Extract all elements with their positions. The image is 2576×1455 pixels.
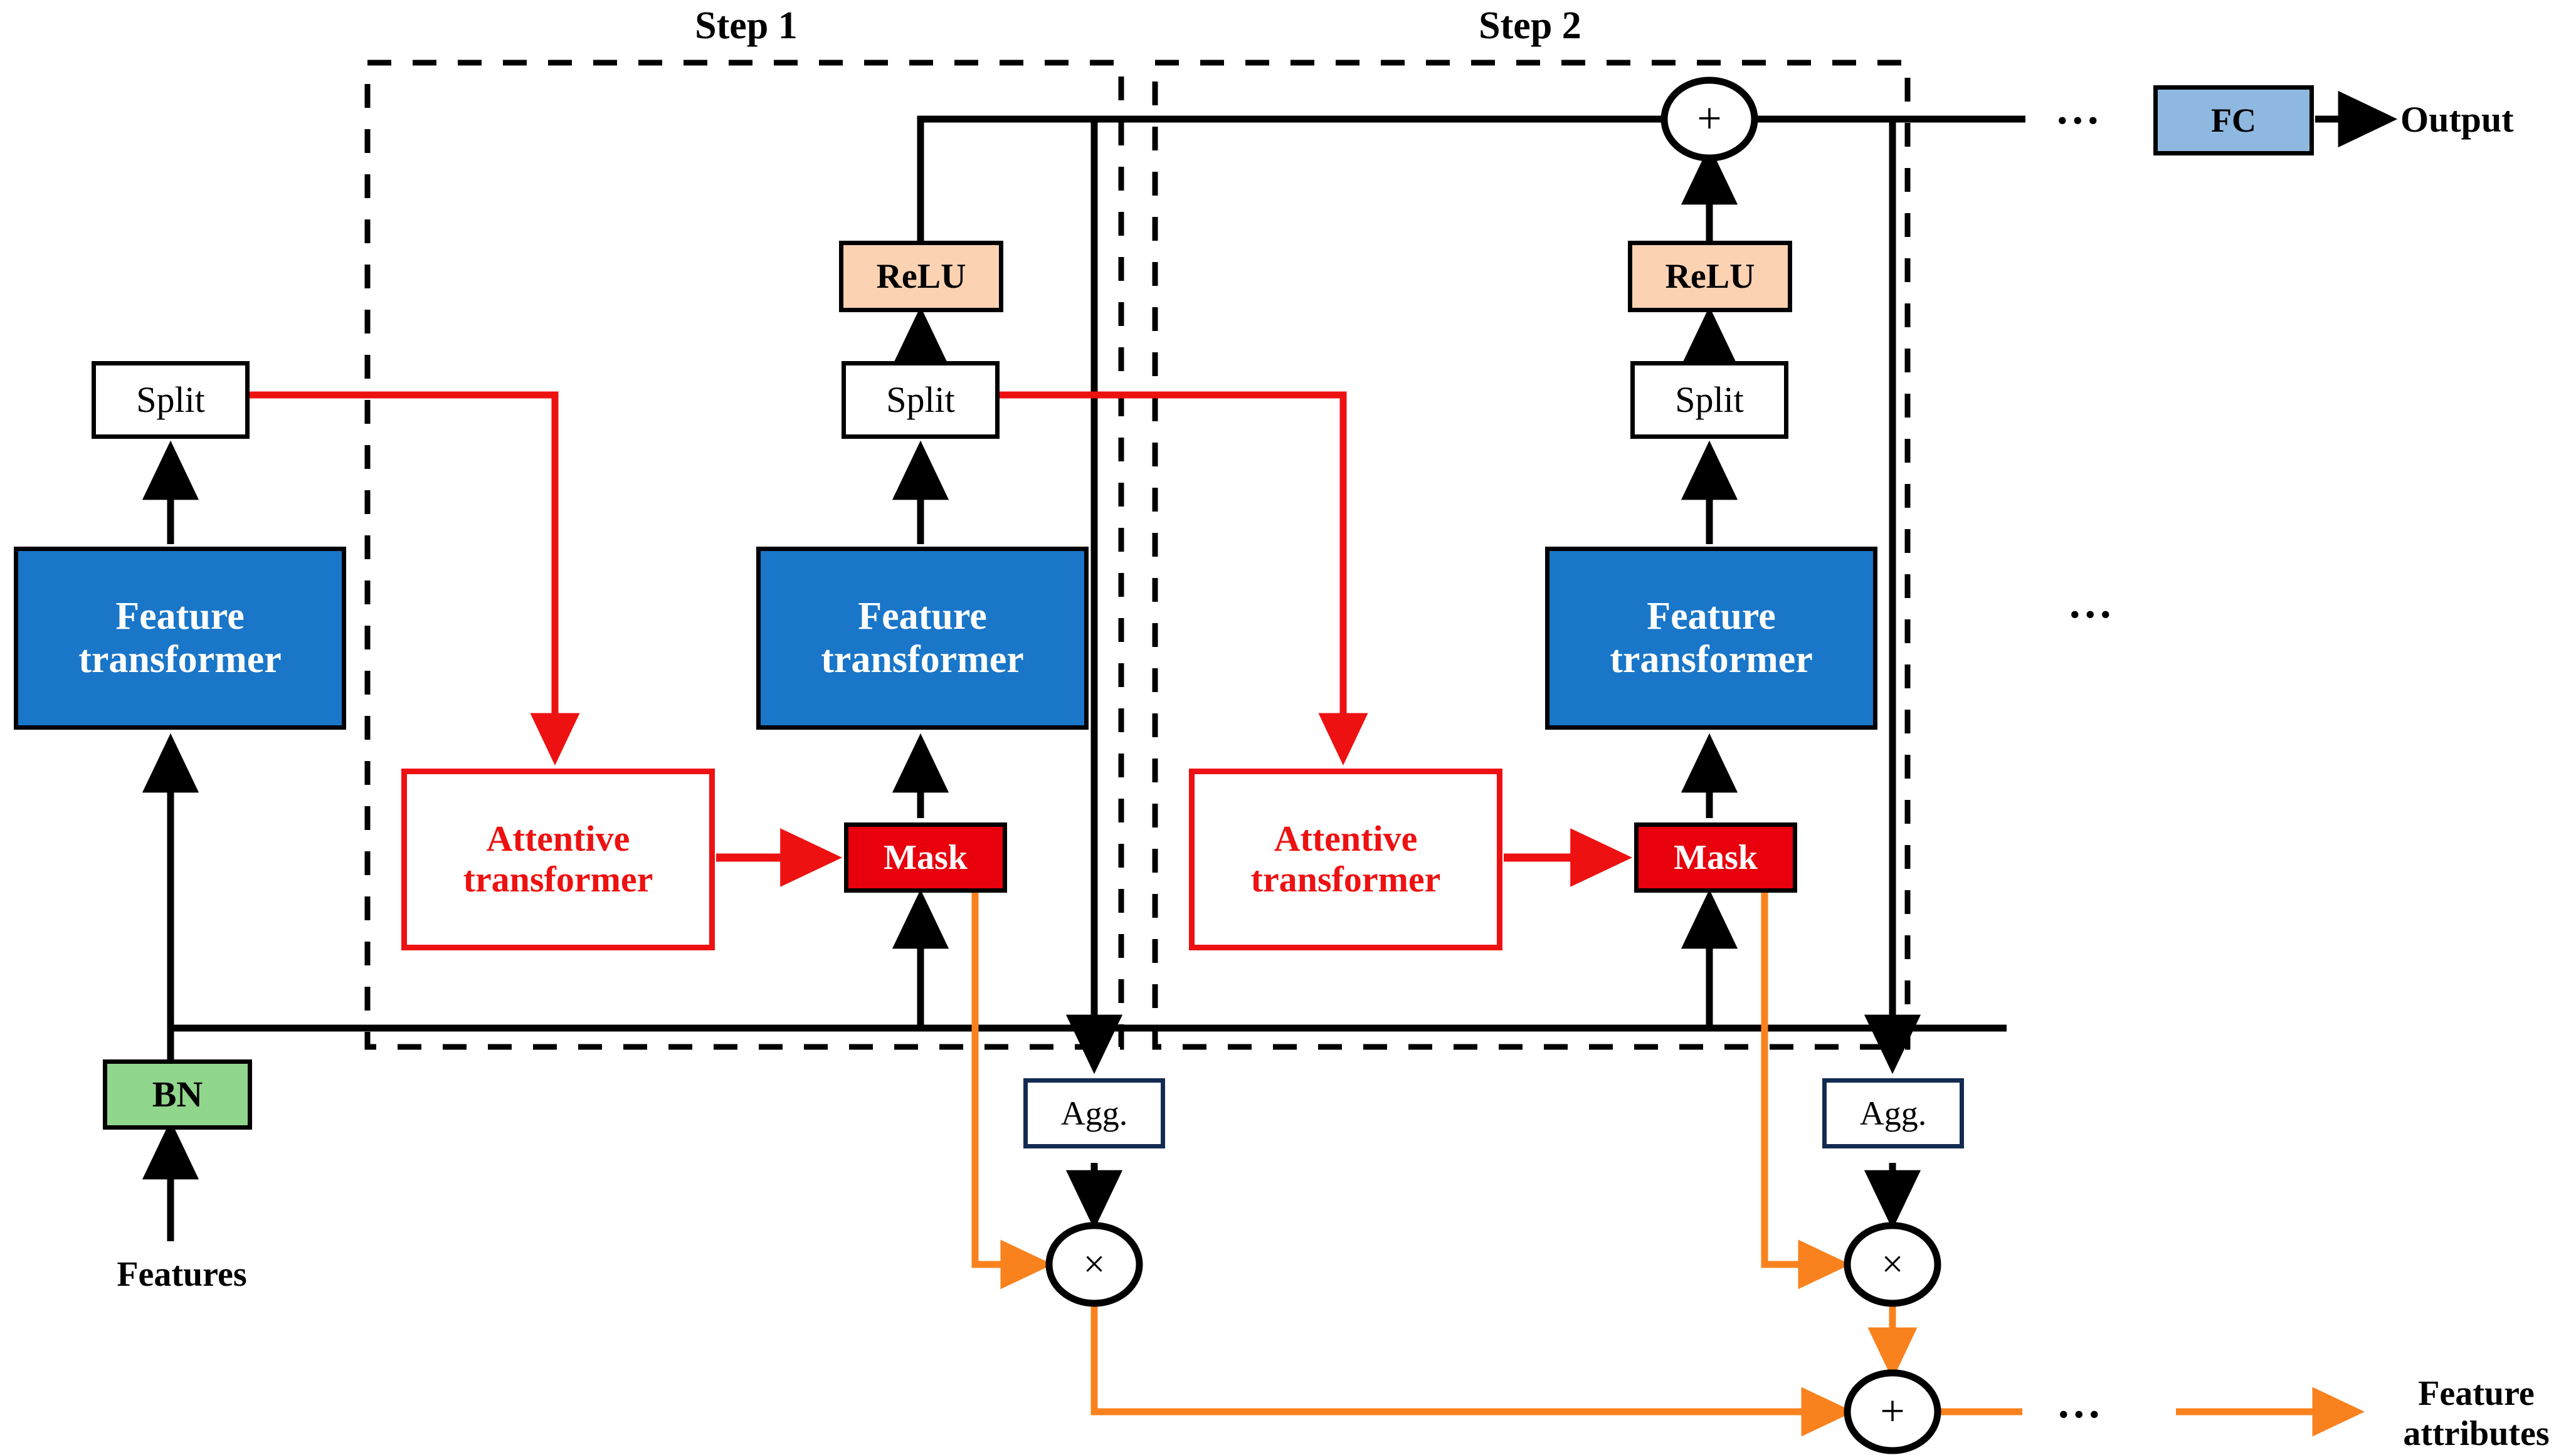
mask-box-2[interactable]: Mask: [1634, 822, 1797, 893]
relu-box-2-label: ReLU: [1665, 256, 1755, 296]
attentive-transformer-box-2-line1: Attentive: [1274, 818, 1418, 859]
sum-circle-top: [1660, 76, 1758, 162]
mul1-to-sum-orange-edge: [1090, 1304, 1854, 1437]
feature-transformer-box-0[interactable]: Feature transformer: [14, 547, 346, 730]
mul-circle-step2: [1844, 1222, 1941, 1307]
feature-transformer-box-2-line1: Feature: [1647, 594, 1776, 638]
step1-title: Step 1: [695, 4, 798, 47]
agg-box-2[interactable]: Agg.: [1822, 1078, 1964, 1148]
agg-box-1[interactable]: Agg.: [1023, 1078, 1165, 1148]
split-box-0[interactable]: Split: [92, 361, 250, 439]
relu1-to-top-skip-line: [917, 115, 1664, 246]
feature-attributes-label: Feature attributes: [2377, 1367, 2576, 1455]
split1-to-attentive2-red-edge: [971, 391, 1368, 766]
mul-circle-step1: [1045, 1222, 1143, 1307]
attentive-transformer-box-1-line1: Attentive: [486, 818, 630, 859]
split-box-1[interactable]: Split: [842, 361, 1000, 439]
sum-circle-bottom: [1844, 1369, 1941, 1454]
fc-box-label: FC: [2211, 101, 2256, 139]
step2-title: Step 2: [1479, 4, 1581, 47]
relu-box-1-label: ReLU: [876, 256, 966, 296]
sum-op-top-glyph: +: [1697, 95, 1722, 143]
attentive-transformer-box-2-line2: transformer: [1250, 859, 1441, 900]
feature-transformer-box-1[interactable]: Feature transformer: [756, 547, 1089, 730]
mul-op-1-glyph: ×: [1083, 1242, 1106, 1286]
features-input-label: Features: [117, 1255, 247, 1294]
mask-box-1-label: Mask: [884, 838, 968, 877]
ellipsis-mid-right: ...: [2069, 579, 2116, 628]
feature-transformer-box-2-line2: transformer: [1610, 638, 1813, 681]
bn-box[interactable]: BN: [103, 1059, 252, 1130]
mask1-to-mul1-orange-edge: [971, 826, 1053, 1290]
attentive-transformer-box-1-line2: transformer: [463, 859, 653, 900]
split-box-0-label: Split: [136, 379, 205, 420]
sum-op-bottom-glyph: +: [1880, 1387, 1905, 1436]
mask-box-1[interactable]: Mask: [844, 822, 1007, 893]
feature-transformer-box-1-line2: transformer: [821, 638, 1024, 681]
relu-box-1[interactable]: ReLU: [839, 241, 1003, 312]
mask-box-2-label: Mask: [1674, 838, 1758, 877]
relu-box-2[interactable]: ReLU: [1628, 241, 1792, 312]
feature-attributes-line2: attributes: [2403, 1414, 2550, 1453]
agg-box-2-label: Agg.: [1859, 1094, 1927, 1132]
bn-box-label: BN: [152, 1073, 203, 1115]
mask2-to-mul2-orange-edge: [1761, 826, 1851, 1290]
agg-box-1-label: Agg.: [1060, 1094, 1128, 1132]
attentive-transformer-box-1[interactable]: Attentive transformer: [401, 769, 715, 950]
feature-transformer-box-2[interactable]: Feature transformer: [1545, 547, 1877, 730]
fc-box[interactable]: FC: [2153, 85, 2314, 155]
feature-transformer-box-0-line1: Feature: [115, 594, 245, 638]
split-box-1-label: Split: [886, 379, 955, 420]
ellipsis-top-right: ...: [2057, 85, 2103, 134]
mul-op-2-glyph: ×: [1881, 1242, 1904, 1286]
split-box-2-label: Split: [1675, 379, 1744, 420]
output-label: Output: [2400, 98, 2514, 140]
step2-dashed-boundary: [1152, 60, 1911, 1050]
step1-dashed-boundary: [364, 60, 1124, 1050]
feature-transformer-box-0-line2: transformer: [78, 638, 282, 681]
split-box-2[interactable]: Split: [1630, 361, 1788, 439]
ellipsis-bottom-right: ...: [2058, 1379, 2104, 1427]
feature-attributes-line1: Feature: [2418, 1374, 2535, 1413]
split0-to-attentive1-red-edge: [221, 391, 580, 766]
feature-transformer-box-1-line1: Feature: [858, 594, 987, 638]
attentive-transformer-box-2[interactable]: Attentive transformer: [1189, 769, 1502, 950]
